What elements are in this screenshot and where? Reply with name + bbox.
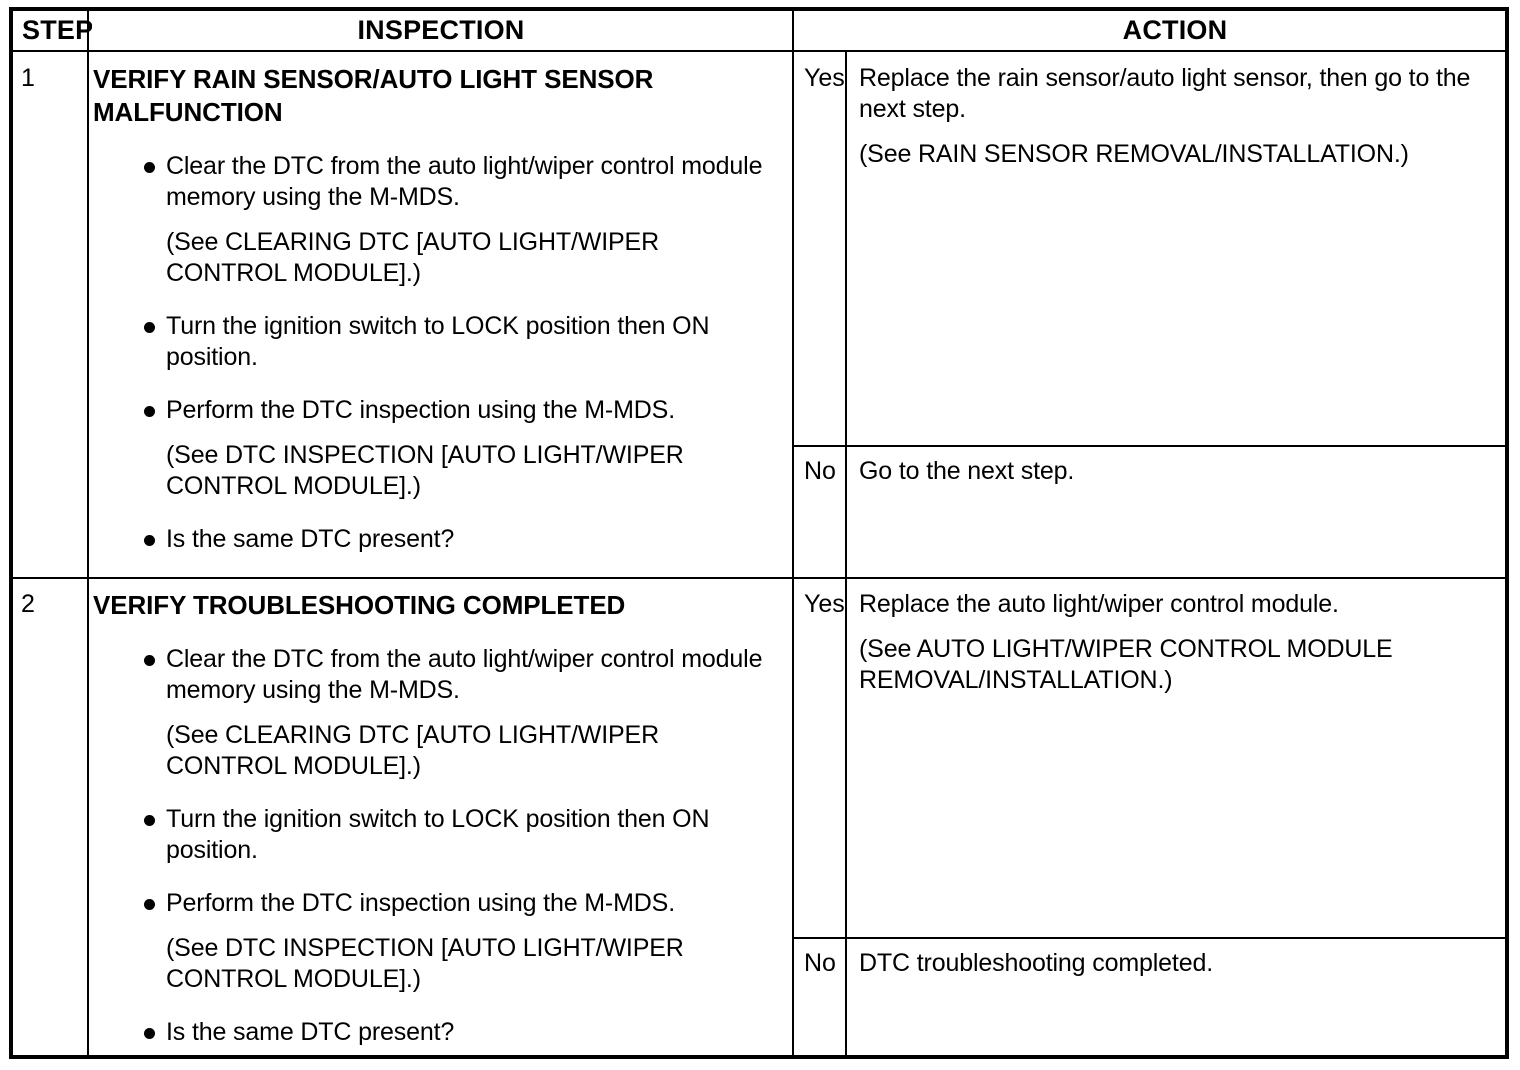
bullet-text: Turn the ignition switch to LOCK positio… bbox=[166, 312, 710, 371]
list-item: Turn the ignition switch to LOCK positio… bbox=[93, 804, 783, 866]
note-line-2: CONTROL MODULE].) bbox=[166, 752, 421, 780]
step-2-bullet-list: Clear the DTC from the auto light/wiper … bbox=[93, 644, 783, 706]
step-1-yes-label: Yes bbox=[804, 64, 845, 92]
step-2-no-action: DTC troubleshooting completed. bbox=[859, 948, 1499, 979]
step-1-title-line-2: MALFUNCTION bbox=[93, 97, 283, 127]
list-item: Turn the ignition switch to LOCK positio… bbox=[93, 311, 783, 373]
header-step: STEP bbox=[22, 15, 92, 45]
header-action: ACTION bbox=[1122, 15, 1228, 45]
column-rule-inspection bbox=[792, 11, 794, 1055]
step-number-1: 1 bbox=[21, 64, 35, 92]
yes-action-line-2: next step. bbox=[859, 95, 966, 123]
bullet-text: Perform the DTC inspection using the M-M… bbox=[166, 396, 676, 424]
bullet-dot-icon bbox=[144, 899, 155, 910]
bullet-dot-icon bbox=[144, 815, 155, 826]
step-2-note-dtc-inspection: (See DTC INSPECTION [AUTO LIGHT/WIPER CO… bbox=[93, 933, 783, 995]
inspection-cell-step-1: VERIFY RAIN SENSOR/AUTO LIGHT SENSOR MAL… bbox=[93, 63, 783, 555]
bullet-text: Is the same DTC present? bbox=[166, 525, 455, 553]
yes-action-note-line-1: (See AUTO LIGHT/WIPER CONTROL MODULE bbox=[859, 635, 1393, 663]
note-line-2: CONTROL MODULE].) bbox=[166, 472, 421, 500]
step-1-bullet-list-2: Turn the ignition switch to LOCK positio… bbox=[93, 311, 783, 373]
bullet-dot-icon bbox=[144, 322, 155, 333]
bullet-dot-icon bbox=[144, 1028, 155, 1039]
step-1-note-dtc-inspection: (See DTC INSPECTION [AUTO LIGHT/WIPER CO… bbox=[93, 440, 783, 502]
yes-action-line-1: Replace the auto light/wiper control mod… bbox=[859, 590, 1339, 618]
bullet-text: Perform the DTC inspection using the M-M… bbox=[166, 889, 676, 917]
step-1-bullet-list-4: Is the same DTC present? bbox=[93, 524, 783, 555]
list-item: Is the same DTC present? bbox=[93, 524, 783, 555]
list-item: Is the same DTC present? bbox=[93, 1017, 783, 1048]
step-2-title-line-1: VERIFY TROUBLESHOOTING COMPLETED bbox=[93, 590, 626, 620]
bullet-dot-icon bbox=[144, 406, 155, 417]
list-item: Perform the DTC inspection using the M-M… bbox=[93, 888, 783, 919]
step-number-2: 2 bbox=[21, 590, 35, 618]
step-2-yes-action: Replace the auto light/wiper control mod… bbox=[859, 589, 1499, 696]
step-1-yes-action: Replace the rain sensor/auto light senso… bbox=[859, 63, 1499, 170]
list-item: Clear the DTC from the auto light/wiper … bbox=[93, 644, 783, 706]
step-1-no-action: Go to the next step. bbox=[859, 456, 1499, 487]
note-line-1: (See CLEARING DTC [AUTO LIGHT/WIPER bbox=[166, 228, 659, 256]
column-rule-yesno bbox=[845, 50, 847, 1055]
note-line-1: (See DTC INSPECTION [AUTO LIGHT/WIPER bbox=[166, 441, 684, 469]
list-item: Clear the DTC from the auto light/wiper … bbox=[93, 151, 783, 213]
step-2-no-label: No bbox=[804, 949, 836, 977]
bullet-text: Is the same DTC present? bbox=[166, 1018, 455, 1046]
note-line-1: (See CLEARING DTC [AUTO LIGHT/WIPER bbox=[166, 721, 659, 749]
step-1-no-label: No bbox=[804, 457, 836, 485]
yes-action-note-line-2: REMOVAL/INSTALLATION.) bbox=[859, 666, 1173, 694]
step-2-bullet-list-3: Perform the DTC inspection using the M-M… bbox=[93, 888, 783, 919]
step1-step2-divider bbox=[13, 577, 1505, 579]
note-line-1: (See DTC INSPECTION [AUTO LIGHT/WIPER bbox=[166, 934, 684, 962]
step-1-bullet-list: Clear the DTC from the auto light/wiper … bbox=[93, 151, 783, 213]
note-line-2: CONTROL MODULE].) bbox=[166, 965, 421, 993]
bullet-text: Clear the DTC from the auto light/wiper … bbox=[166, 645, 763, 704]
no-action-text: DTC troubleshooting completed. bbox=[859, 949, 1214, 977]
step-1-note-clearing-dtc: (See CLEARING DTC [AUTO LIGHT/WIPER CONT… bbox=[93, 227, 783, 289]
bullet-dot-icon bbox=[144, 162, 155, 173]
header-bottom-rule bbox=[13, 50, 1505, 52]
step-1-title-line-1: VERIFY RAIN SENSOR/AUTO LIGHT SENSOR bbox=[93, 64, 654, 94]
inspection-cell-step-2: VERIFY TROUBLESHOOTING COMPLETED Clear t… bbox=[93, 589, 783, 1048]
step-1-bullet-list-3: Perform the DTC inspection using the M-M… bbox=[93, 395, 783, 426]
step-2-yes-label: Yes bbox=[804, 590, 845, 618]
step-2-bullet-list-2: Turn the ignition switch to LOCK positio… bbox=[93, 804, 783, 866]
step-2-note-clearing-dtc: (See CLEARING DTC [AUTO LIGHT/WIPER CONT… bbox=[93, 720, 783, 782]
bullet-text: Turn the ignition switch to LOCK positio… bbox=[166, 805, 710, 864]
yes-action-note: (See RAIN SENSOR REMOVAL/INSTALLATION.) bbox=[859, 140, 1409, 168]
list-item: Perform the DTC inspection using the M-M… bbox=[93, 395, 783, 426]
header-inspection: INSPECTION bbox=[357, 15, 525, 45]
no-action-text: Go to the next step. bbox=[859, 457, 1075, 485]
step-2-bullet-list-4: Is the same DTC present? bbox=[93, 1017, 783, 1048]
bullet-dot-icon bbox=[144, 535, 155, 546]
step2-yesno-divider bbox=[792, 937, 1505, 939]
column-rule-step bbox=[87, 11, 89, 1055]
step1-yesno-divider bbox=[792, 445, 1505, 447]
troubleshooting-table: STEP INSPECTION ACTION 1 VERIFY RAIN SEN… bbox=[9, 7, 1509, 1059]
yes-action-line-1: Replace the rain sensor/auto light senso… bbox=[859, 64, 1471, 92]
note-line-2: CONTROL MODULE].) bbox=[166, 259, 421, 287]
bullet-dot-icon bbox=[144, 655, 155, 666]
bullet-text: Clear the DTC from the auto light/wiper … bbox=[166, 152, 763, 211]
